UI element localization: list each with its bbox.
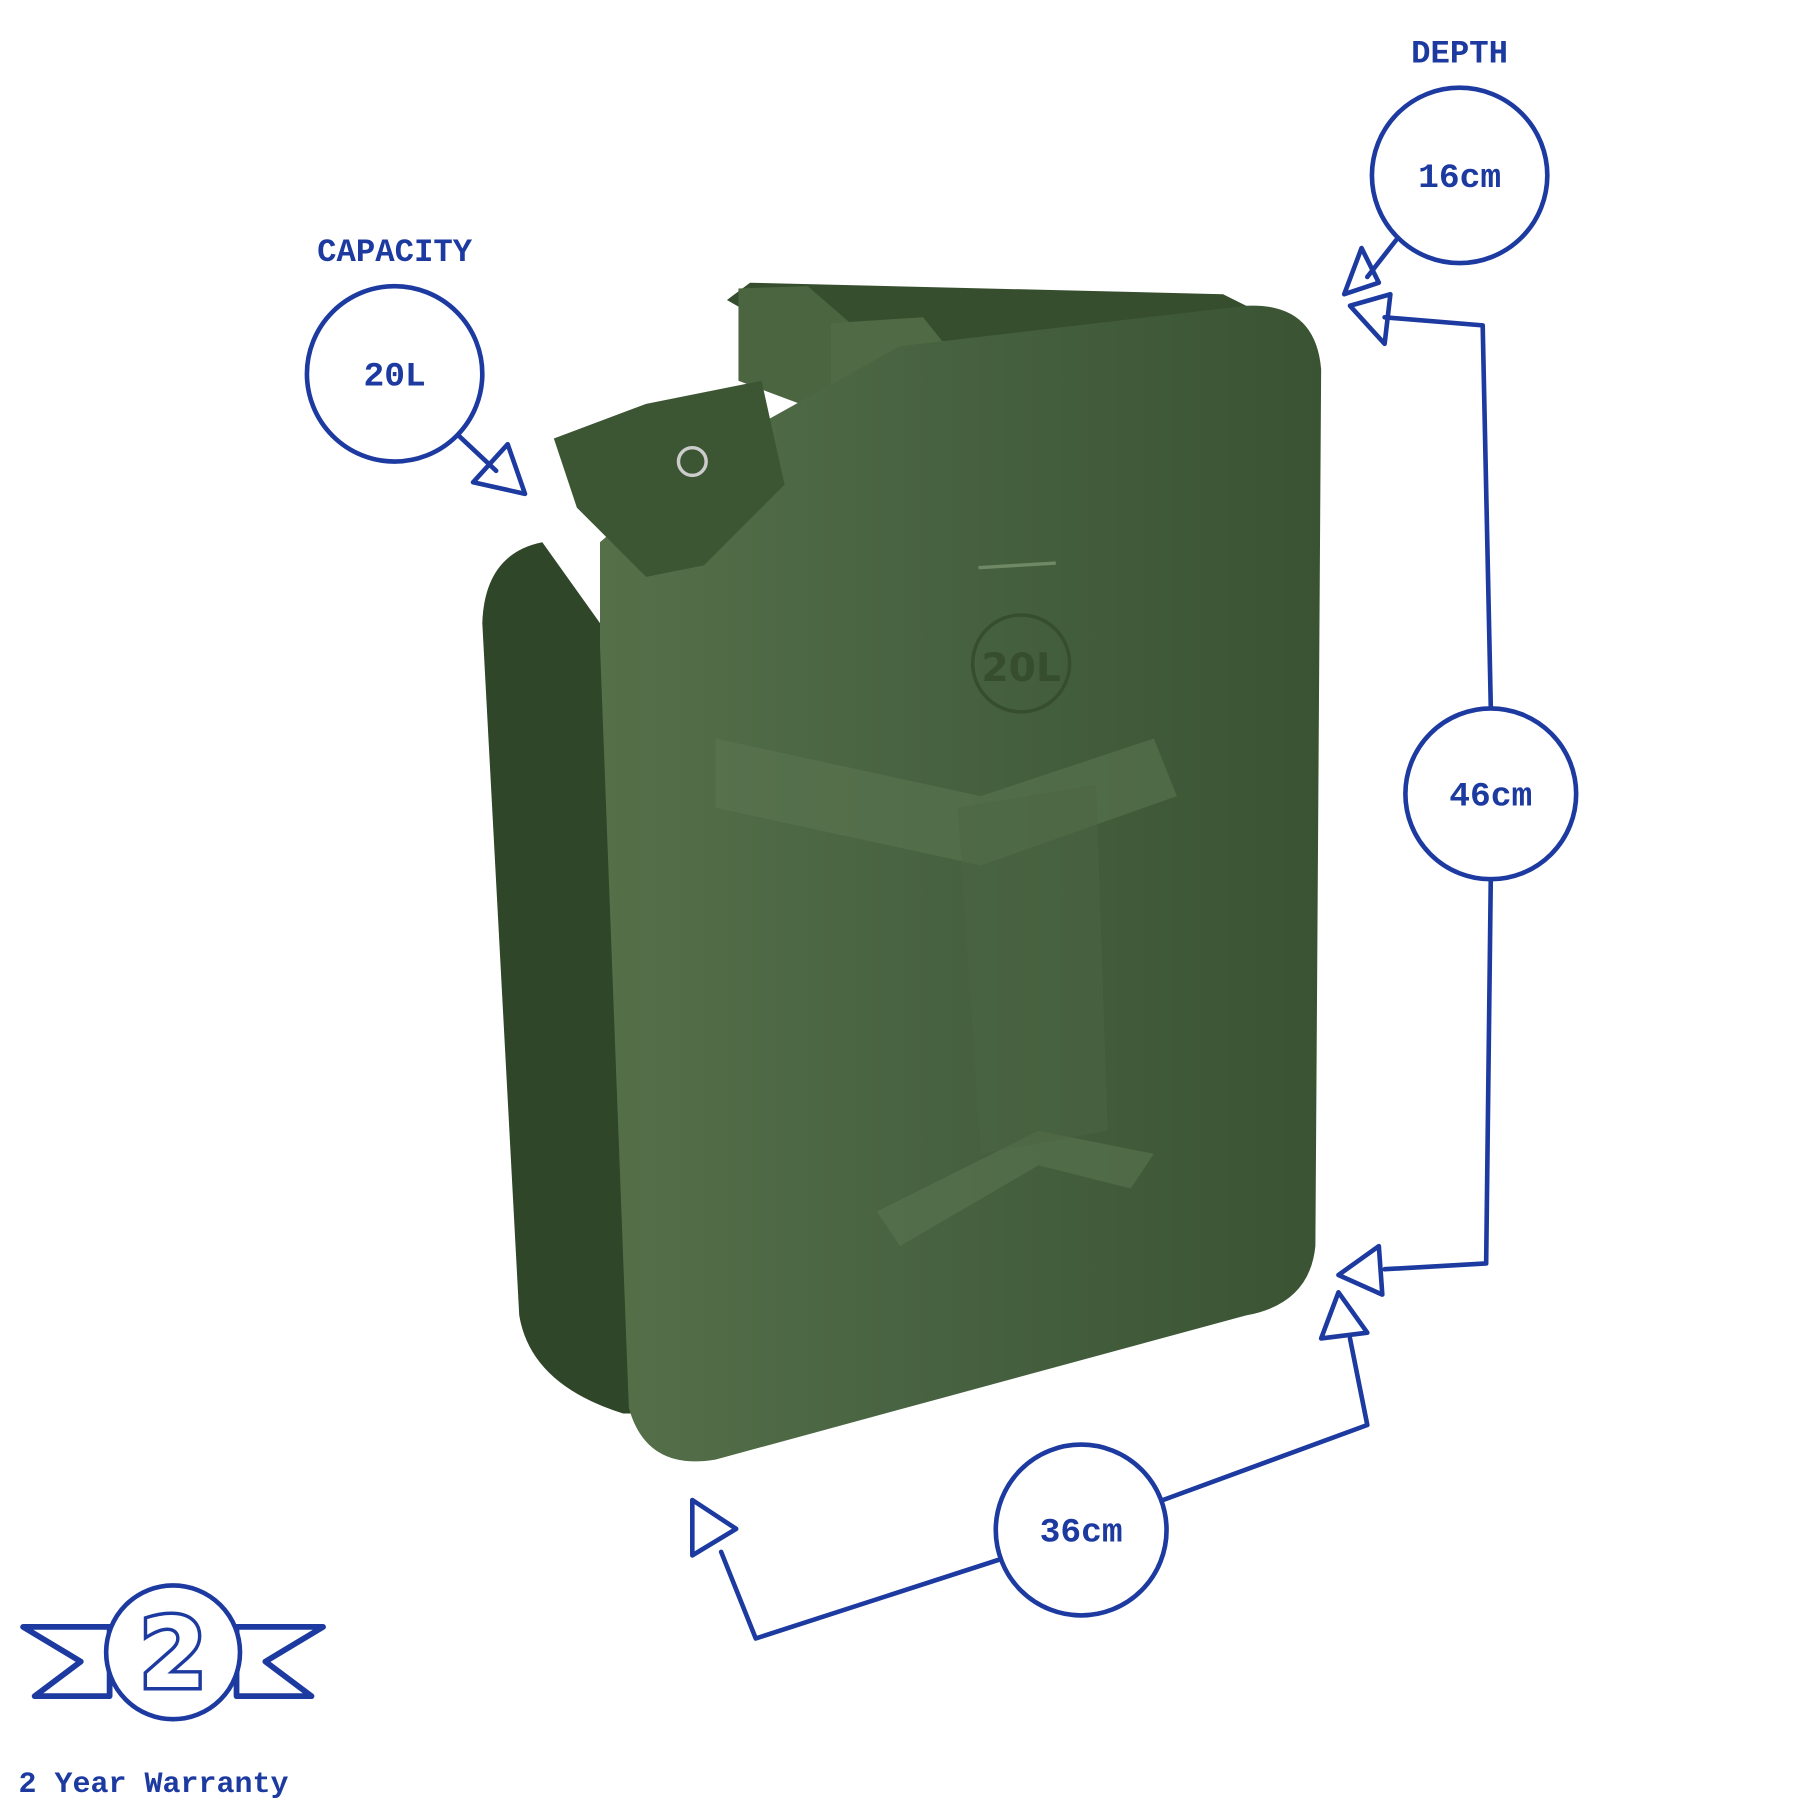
capacity-circle — [304, 283, 485, 464]
depth-arrow — [1341, 237, 1399, 297]
capacity-annotation: CAPACITY 20L — [304, 234, 528, 497]
width-arrow-left — [689, 1497, 739, 1558]
height-arrow-top — [1347, 291, 1393, 347]
depth-value: 16cm — [1418, 159, 1501, 198]
capacity-title: CAPACITY — [317, 234, 473, 271]
height-annotation: 46cm — [1336, 291, 1579, 1297]
ribbon-right — [233, 1624, 326, 1700]
depth-title: DEPTH — [1411, 35, 1508, 72]
height-arrow-bottom — [1336, 1243, 1385, 1297]
depth-annotation: DEPTH 16cm — [1341, 35, 1550, 297]
jerry-can-image: 20L — [482, 282, 1322, 1462]
width-value: 36cm — [1040, 1514, 1123, 1553]
badge-circle — [103, 1583, 243, 1722]
width-annotation: 36cm — [689, 1289, 1370, 1641]
capacity-value: 20L — [363, 357, 425, 396]
height-value: 46cm — [1449, 777, 1532, 816]
depth-circle — [1369, 85, 1550, 266]
width-dimension-line — [718, 1336, 1370, 1641]
height-circle — [1403, 706, 1579, 882]
ribbon-left — [20, 1624, 113, 1700]
height-dimension-line — [1382, 314, 1494, 1272]
can-embossed-capacity: 20L — [981, 646, 1061, 691]
width-circle — [993, 1442, 1169, 1618]
warranty-label: 2 Year Warranty — [18, 1768, 288, 1800]
capacity-arrow — [456, 433, 528, 497]
width-arrow-right — [1318, 1289, 1370, 1341]
badge-number: 2 — [139, 1597, 206, 1710]
warranty-badge: 2 2 Year Warranty — [18, 1583, 326, 1800]
